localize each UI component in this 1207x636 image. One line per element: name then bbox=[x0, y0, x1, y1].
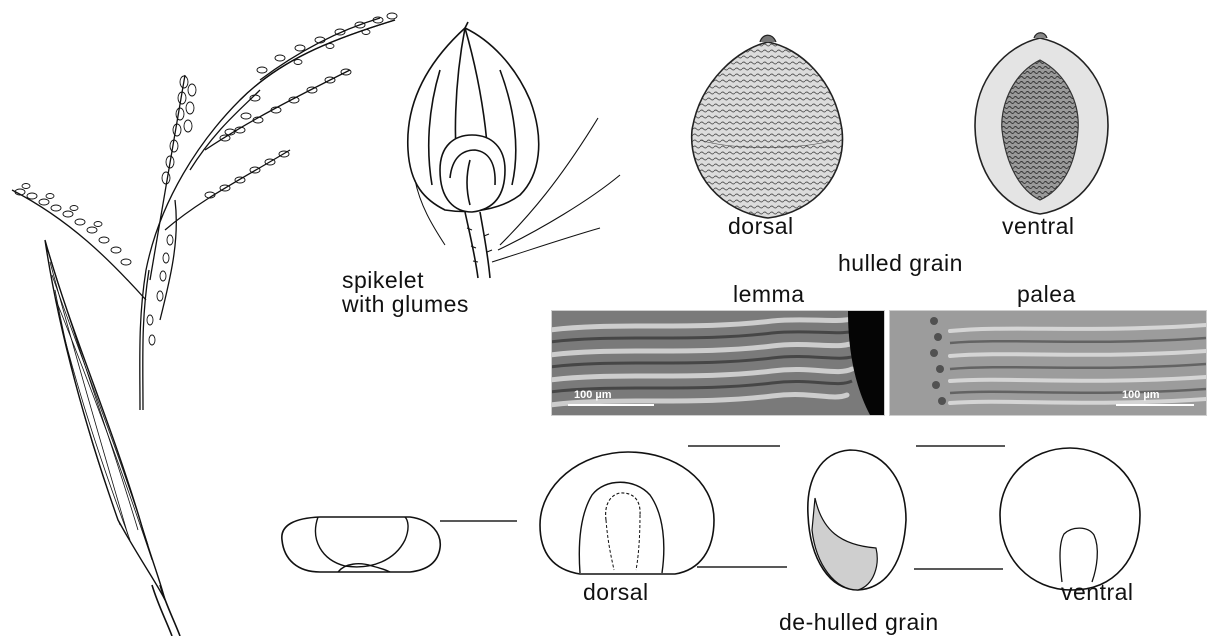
dehulled-cross-section bbox=[282, 517, 440, 572]
dehulled-ventral-label: ventral bbox=[1061, 580, 1134, 604]
dehulled-dorsal bbox=[540, 452, 714, 574]
hulled-grain-ventral bbox=[975, 33, 1108, 214]
hulled-grain-dorsal bbox=[692, 35, 843, 218]
spikelet-label: spikelet with glumes bbox=[342, 268, 469, 316]
spikelet-label-line2: with glumes bbox=[342, 292, 469, 316]
hulled-grain-label: hulled grain bbox=[838, 251, 963, 275]
dehulled-grain-label: de-hulled grain bbox=[779, 610, 939, 634]
spikelet-label-line1: spikelet bbox=[342, 268, 469, 292]
plant-leaf bbox=[45, 240, 180, 636]
lemma-label: lemma bbox=[733, 282, 805, 306]
connector-lines bbox=[440, 446, 1005, 569]
dehulled-ventral bbox=[1000, 448, 1140, 590]
lemma-scale-bar-label: 100 µm bbox=[574, 389, 612, 401]
dehulled-lateral bbox=[808, 450, 906, 590]
palea-scale-bar-label: 100 µm bbox=[1122, 389, 1160, 401]
dehulled-dorsal-label: dorsal bbox=[583, 580, 649, 604]
palea-label: palea bbox=[1017, 282, 1076, 306]
hulled-dorsal-label: dorsal bbox=[728, 214, 794, 238]
lemma-micrograph: 100 µm bbox=[551, 310, 885, 416]
palea-micrograph: 100 µm bbox=[889, 310, 1207, 416]
spikelet-drawing bbox=[408, 22, 620, 278]
hulled-ventral-label: ventral bbox=[1002, 214, 1075, 238]
